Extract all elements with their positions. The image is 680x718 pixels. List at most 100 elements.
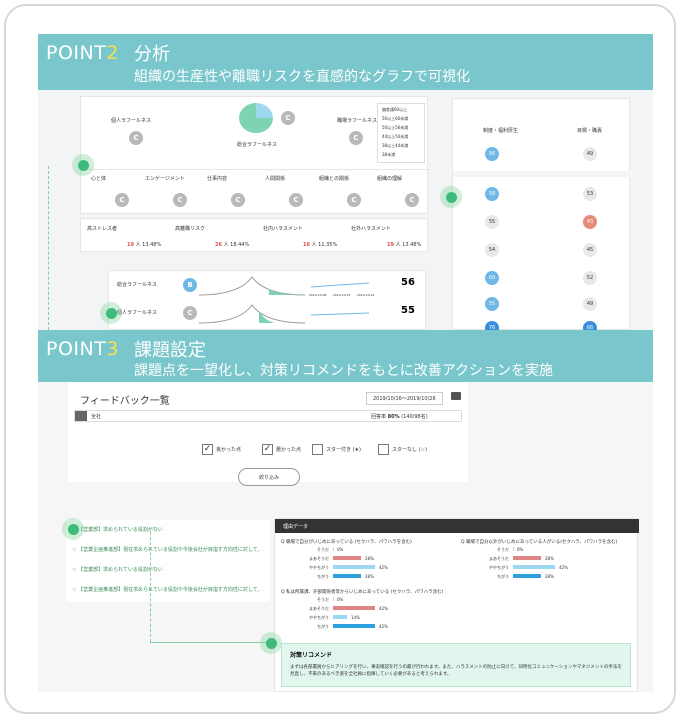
risk-unit: 人 (223, 242, 229, 248)
trend-value: 55 (401, 305, 415, 316)
answer-bar (333, 597, 334, 601)
answer-value: 28% (365, 574, 374, 579)
connector-dot (100, 302, 122, 324)
risk-label: 社内ハラスメント (263, 226, 303, 232)
recommend-title: 対策リコメンド (290, 652, 333, 659)
category-label: 仕事内容 (207, 176, 228, 182)
trend-line (310, 282, 370, 288)
connector-line (48, 166, 49, 330)
category-grade: C (173, 193, 187, 207)
filter-button[interactable]: 絞り込み (238, 468, 300, 486)
list-item[interactable]: ☆ 【営業企画推進部】現在求められている役割や今後会社が目指す方向性に対して、 (72, 587, 263, 593)
answer-bar (513, 547, 514, 551)
analysis-screenshot: 個人ラフールネス C 総合ラフールネス C 職場ラフールネス C 偏差値60以上… (38, 90, 653, 335)
list-item[interactable]: ☆ 【営業部】求められている役割がない (72, 567, 163, 573)
point3-title: 課題設定 (134, 340, 206, 361)
workplace-label: 職場ラフールネス (337, 118, 378, 124)
answer-label: ややちがう (309, 565, 329, 570)
connector-dot (72, 154, 94, 176)
date-range-select[interactable]: 2019/10/16〜2019/10/26 (366, 392, 443, 405)
filter-star-checkbox[interactable] (312, 444, 323, 455)
distribution-curve (199, 304, 305, 324)
score-table: 制度・福利厚生 目標・職責 56 49 58 53 55 43 54 45 60… (452, 98, 631, 335)
filter-nostar-checkbox[interactable] (378, 444, 389, 455)
answer-label: まあそうだ (489, 556, 509, 561)
answer-value: 28% (545, 574, 554, 579)
print-icon[interactable] (451, 392, 461, 400)
overview-card: 個人ラフールネス C 総合ラフールネス C 職場ラフールネス C 偏差値60以上… (80, 96, 429, 214)
answer-bar (513, 574, 541, 578)
filter-label: スターなし (☆) (392, 447, 427, 453)
feedback-list: ☆ 【営業部】求められている役割がない ☆ 【営業企画推進部】現在求められている… (66, 520, 270, 602)
workplace-grade: C (349, 131, 363, 145)
point2-title: 分析 (134, 44, 170, 65)
answer-value: 42% (379, 606, 388, 611)
answer-value: 28% (365, 556, 374, 561)
total-label: 総合ラフールネス (237, 142, 278, 148)
category-grade: C (115, 193, 129, 207)
answer-bar (333, 556, 361, 560)
score-header: 制度・福利厚生 (483, 128, 519, 134)
answer-value: 42% (379, 565, 388, 570)
personal-label: 個人ラフールネス (111, 118, 152, 124)
risk-pct: 13.48% (402, 242, 422, 248)
point3-banner: POINT3 課題設定 課題点を一望化し、対策リコメンドをもとに改善アクションを… (38, 330, 653, 382)
filter-bad-checkbox[interactable]: ✓ (262, 444, 273, 455)
score-cell: 60 (485, 271, 499, 285)
distribution-curve (199, 276, 305, 296)
answer-bar (333, 606, 375, 610)
score-cell: 43 (583, 215, 597, 229)
category-label: 心と体 (91, 176, 107, 182)
filter-button-label: 絞り込み (259, 475, 280, 481)
filter-good-checkbox[interactable]: ✓ (202, 444, 213, 455)
category-label: エンゲージメント (145, 176, 185, 182)
search-input[interactable]: 全社 (91, 414, 102, 420)
score-cell: 58 (485, 187, 499, 201)
answer-bar (333, 547, 334, 551)
risk-count: 19 (387, 242, 394, 248)
connector-dot (62, 518, 84, 540)
risk-pct: 18.44% (230, 242, 250, 248)
legend-item: 38以上44未満 (382, 143, 409, 148)
answer-label: そうだ (317, 547, 329, 552)
legend-item: 38未満 (382, 152, 396, 157)
answer-label: ちがう (497, 574, 509, 579)
recommend-text: まずは各部署員からヒアリングを行い、事実確認を行うの最が行われます。また、ハラス… (290, 665, 622, 677)
risk-label: 高離職リスク (175, 226, 206, 232)
score-cell: 53 (583, 187, 597, 201)
score-cell: 52 (583, 271, 597, 285)
reason-question: Q 私は所属課、外部関係者等からいじめにあっている (セクハラ、パワハラ含む) (281, 590, 444, 595)
pie-icon (239, 103, 273, 133)
answer-label: ややちがう (309, 615, 329, 620)
trend-grade: C (183, 306, 197, 320)
answer-value: 42% (559, 565, 568, 570)
total-grade: C (281, 111, 295, 125)
connector-line (150, 532, 151, 642)
reason-header: 理由データ (275, 519, 639, 533)
filter-label: スター付き (★) (326, 447, 361, 453)
answer-label: ややちがう (489, 565, 509, 570)
trend-value: 56 (401, 277, 415, 288)
answer-value: 28% (545, 556, 554, 561)
point3-subtitle: 課題点を一望化し、対策リコメンドをもとに改善アクションを実施 (134, 363, 554, 379)
answer-label: そうだ (497, 547, 509, 552)
legend-item: 偏差値60以上 (382, 107, 408, 112)
answer-label: まあそうだ (309, 556, 329, 561)
feedback-title: フィードバック一覧 (80, 396, 170, 407)
point2-banner: POINT2 分析 組織の生産性や離職リスクを直感的なグラフで可視化 (38, 34, 653, 90)
risk-label: 社外ハラスメント (351, 226, 391, 232)
answer-value: 14% (351, 615, 360, 620)
point3-label: POINT3 (46, 338, 119, 360)
risk-card: 高ストレス者 19 人 13.48% 高離職リスク 26 人 18.44% 社内… (80, 218, 428, 252)
answer-label: そうだ (317, 597, 329, 602)
list-item[interactable]: ☆ 【営業企画推進部】現在求められている役割や今後会社が目指す方向性に対して、 (72, 547, 263, 553)
answer-value: 42% (379, 624, 388, 629)
risk-count: 16 (303, 242, 310, 248)
risk-pct: 11.35% (318, 242, 338, 248)
connector-line (150, 642, 266, 643)
answer-value: 0% (337, 597, 344, 602)
legend-item: 56以上60未満 (382, 116, 409, 121)
legend-item: 44以上50未満 (382, 134, 409, 139)
reason-panel: 理由データ Q 職場で自分がいじめにあっている (セクハラ、パワハラを含む) Q… (274, 518, 639, 692)
search-bar[interactable]: 全社 回答率 80% (140/98名) (74, 410, 462, 422)
